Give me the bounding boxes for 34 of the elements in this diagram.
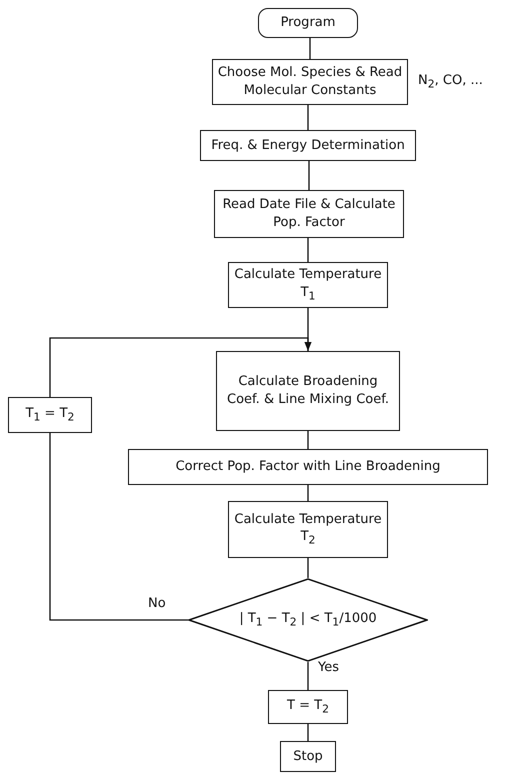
connector-line [49, 433, 188, 621]
process-box [268, 690, 348, 724]
step-text: Calculate Broadening Coef. & Line Mixing Coef. [226, 373, 390, 409]
process-box [200, 130, 416, 161]
connector-line [307, 662, 309, 690]
connector-line [307, 558, 309, 578]
connector-line [309, 38, 311, 59]
terminal-box [280, 741, 336, 772]
terminal-box [258, 8, 358, 38]
connector-line [308, 161, 310, 190]
step-text: Program [280, 14, 336, 32]
connector-line [307, 105, 309, 130]
step-text: Calculate Temperature T$_{1}$ [233, 266, 383, 304]
condition-text: | T$_{1}$ − T$_{2}$ | < T$_{1}$/1000 [239, 610, 377, 630]
connector-line [49, 337, 312, 397]
process-box [8, 397, 92, 433]
connector-line [307, 724, 309, 741]
process-box [214, 190, 404, 238]
step-text: Correct Pop. Factor with Line Broadening [176, 458, 440, 476]
step-text: Calculate Temperature T$_{2}$ [233, 510, 383, 548]
connector-line [307, 431, 309, 449]
step-text: T = T$_{2}$ [287, 696, 329, 718]
step-text: Freq. & Energy Determination [211, 136, 405, 154]
decision-diamond [188, 578, 428, 662]
process-box [128, 449, 488, 485]
step-text: Stop [293, 748, 323, 766]
species-note: N$_{2}$, CO, ... [418, 73, 483, 91]
process-box [228, 501, 388, 558]
step-text: Read Date File & Calculate Pop. Factor [222, 196, 396, 232]
step-text: T$_{1}$ = T$_{2}$ [26, 404, 74, 426]
process-box [216, 351, 400, 431]
connector-line [307, 238, 309, 262]
connector-line [307, 485, 309, 501]
step-text: Choose Mol. Species & Read Molecular Constants [217, 64, 403, 100]
